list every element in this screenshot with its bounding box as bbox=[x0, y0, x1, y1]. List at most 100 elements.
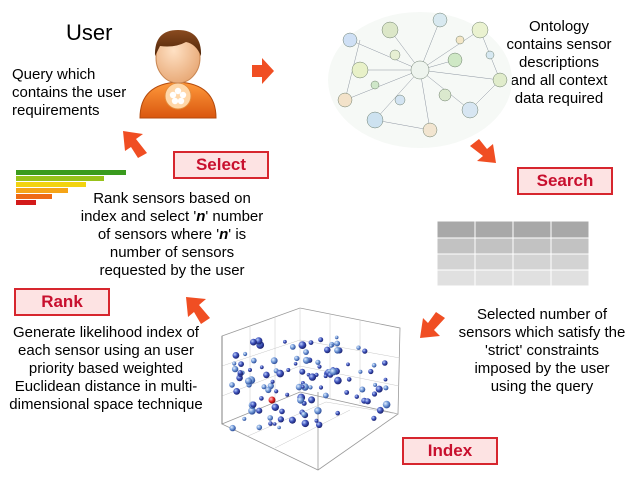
scatter-point bbox=[229, 382, 235, 388]
select-step-label: Select bbox=[173, 151, 269, 179]
scatter-point bbox=[344, 390, 350, 395]
selected-sensors-description: Selected number of sensors which satisfy… bbox=[458, 306, 626, 395]
scatter-point bbox=[362, 348, 368, 354]
user-avatar-icon bbox=[139, 30, 217, 119]
rank-step-label: Rank bbox=[14, 288, 110, 316]
scatter-point bbox=[277, 425, 281, 430]
scatter-point bbox=[334, 340, 341, 347]
scatter-point bbox=[271, 403, 279, 411]
scatter-point bbox=[302, 356, 310, 364]
scatter-point bbox=[232, 361, 237, 366]
scatter-point bbox=[364, 398, 371, 405]
scatter-point bbox=[255, 337, 263, 345]
scatter-point-highlight bbox=[268, 396, 276, 404]
scatter-point bbox=[237, 370, 243, 376]
scatter-point bbox=[316, 421, 323, 428]
scatter-point bbox=[318, 385, 324, 390]
search-step-label: Search bbox=[517, 167, 613, 195]
scatter-plot-icon bbox=[221, 307, 401, 471]
scatter-point bbox=[308, 385, 313, 390]
scatter-point bbox=[371, 362, 377, 368]
scatter-point bbox=[324, 346, 331, 354]
scatter-point bbox=[334, 376, 342, 385]
scatter-point bbox=[368, 368, 374, 375]
rank-select-line: requested by the user bbox=[99, 262, 245, 279]
scatter-point bbox=[251, 357, 257, 364]
scatter-point bbox=[248, 407, 256, 415]
scatter-point bbox=[329, 368, 338, 376]
scatter-point bbox=[274, 389, 279, 394]
scatter-point bbox=[297, 396, 305, 404]
scatter-point bbox=[371, 391, 378, 397]
arrow-to-ontology bbox=[252, 58, 274, 84]
rank-select-line: ' is bbox=[228, 226, 247, 243]
scatter-point bbox=[383, 385, 389, 391]
scatter-point bbox=[259, 365, 264, 370]
scatter-point bbox=[283, 339, 287, 344]
index-step-label: Index bbox=[402, 437, 498, 465]
scatter-point bbox=[303, 349, 309, 355]
scatter-point bbox=[318, 337, 324, 343]
scatter-point bbox=[265, 386, 272, 394]
scatter-point bbox=[346, 377, 352, 382]
scatter-point bbox=[308, 396, 316, 404]
scatter-point bbox=[315, 359, 321, 365]
scatter-point bbox=[238, 361, 245, 367]
scatter-point bbox=[335, 410, 341, 416]
rank-method-description: Generate likelihood index of each sensor… bbox=[9, 324, 203, 413]
query-description: Query which contains the user requiremen… bbox=[12, 66, 127, 119]
scatter-point bbox=[268, 421, 273, 426]
scatter-point bbox=[279, 408, 285, 415]
scatter-point bbox=[375, 385, 383, 393]
scatter-point bbox=[299, 368, 306, 375]
ontology-description: Ontology contains sensor descriptions an… bbox=[506, 18, 612, 107]
scatter-point bbox=[294, 355, 300, 362]
arrow-to-rank bbox=[186, 297, 210, 324]
scatter-point bbox=[382, 360, 388, 366]
scatter-point bbox=[314, 418, 319, 423]
arrow-to-user bbox=[123, 131, 147, 158]
scatter-point bbox=[356, 345, 361, 350]
rank-select-line: number of sensors bbox=[109, 244, 235, 261]
scatter-point bbox=[293, 362, 298, 366]
scatter-point bbox=[276, 369, 285, 378]
scatter-point bbox=[383, 377, 388, 382]
rank-select-description: Rank sensors based on index and select '… bbox=[64, 190, 280, 280]
user-title: User bbox=[66, 20, 113, 45]
scatter-point bbox=[259, 396, 264, 401]
scatter-point bbox=[322, 392, 329, 399]
scatter-point bbox=[298, 341, 307, 349]
scatter-point bbox=[263, 371, 270, 379]
scatter-point bbox=[270, 379, 275, 384]
scatter-point bbox=[232, 352, 240, 359]
scatter-point bbox=[373, 382, 378, 387]
scatter-point bbox=[382, 400, 391, 409]
scatter-point bbox=[256, 424, 263, 431]
scatter-points bbox=[229, 335, 391, 432]
scatter-point bbox=[359, 386, 366, 393]
scatter-point bbox=[354, 394, 359, 399]
scatter-point bbox=[376, 406, 384, 414]
scatter-point bbox=[267, 415, 274, 421]
scatter-point bbox=[295, 383, 303, 391]
rank-select-line: Rank sensors based on bbox=[93, 190, 251, 207]
n-variable: n bbox=[196, 208, 206, 225]
flow-arrows bbox=[123, 58, 496, 338]
scatter-point bbox=[243, 351, 248, 357]
arrow-to-index bbox=[420, 312, 445, 338]
scatter-point bbox=[288, 416, 296, 424]
scatter-point bbox=[250, 338, 257, 346]
ontology-graph-icon bbox=[328, 12, 512, 148]
scatter-point bbox=[270, 357, 278, 365]
scatter-point bbox=[285, 392, 290, 397]
scatter-point bbox=[261, 384, 267, 390]
scatter-point bbox=[301, 385, 305, 389]
scatter-point bbox=[277, 416, 284, 423]
scatter-point bbox=[323, 374, 328, 379]
scatter-point bbox=[242, 416, 247, 421]
scatter-point bbox=[229, 424, 236, 432]
scatter-point bbox=[329, 343, 334, 348]
n-variable: n bbox=[219, 226, 229, 243]
scatter-point bbox=[301, 411, 307, 418]
